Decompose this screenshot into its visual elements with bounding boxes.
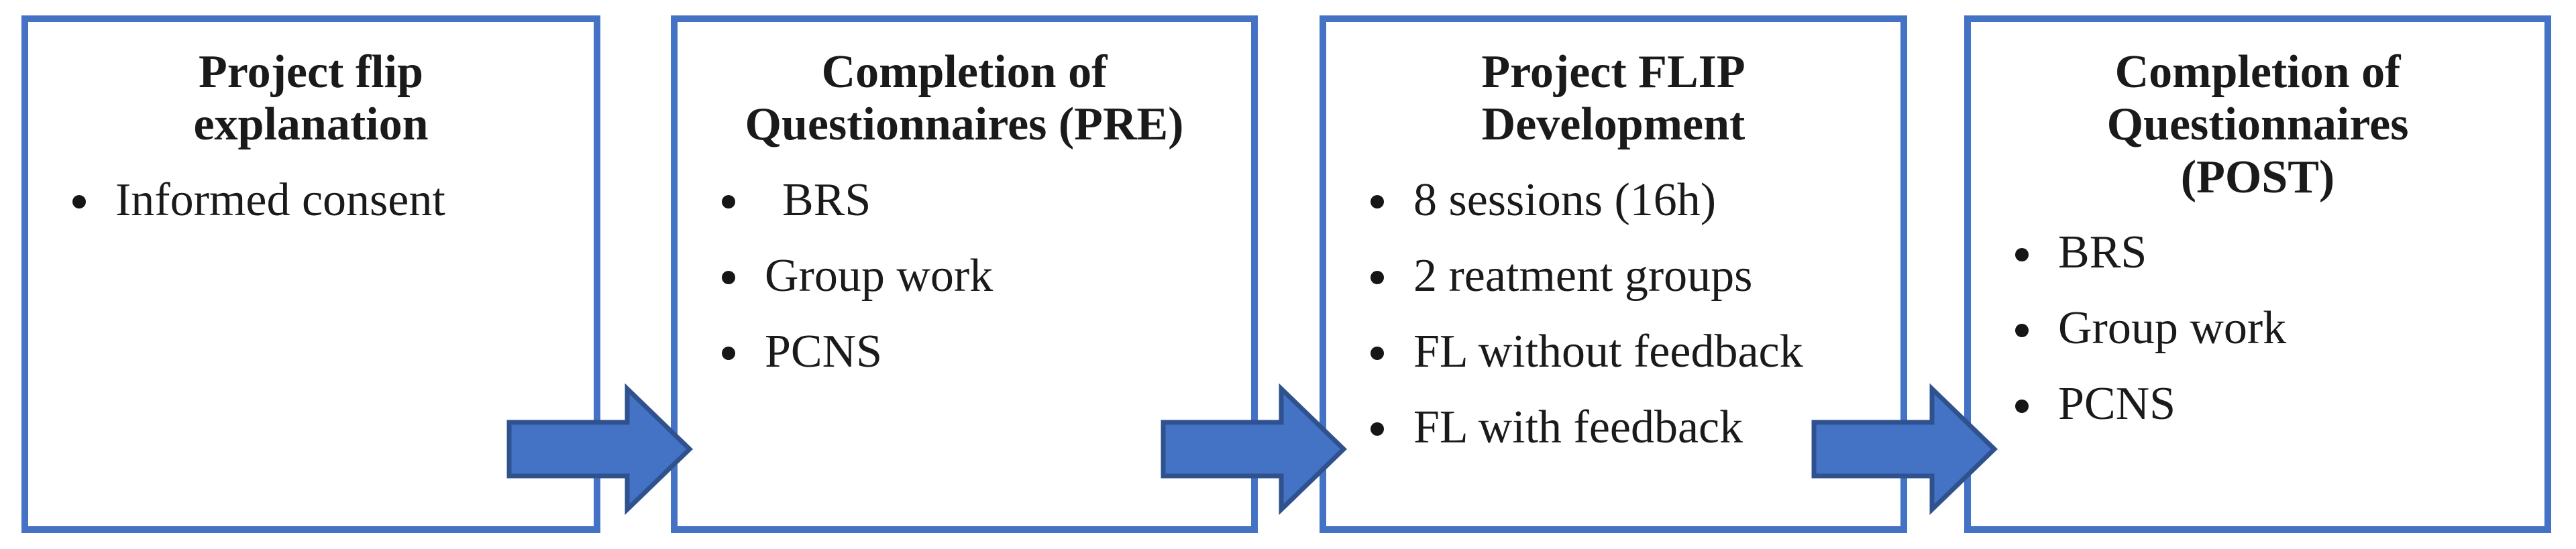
right-block-arrow-icon bbox=[1811, 383, 1998, 515]
bullet-dot bbox=[2015, 399, 2029, 413]
list-item-text: BRS bbox=[2058, 227, 2147, 279]
list-item: Group work bbox=[2015, 302, 2526, 354]
box-title: Completion of Questionnaires (PRE) bbox=[696, 46, 1232, 151]
bullet-dot bbox=[1371, 347, 1384, 361]
bullet-list: Informed consent bbox=[47, 174, 575, 226]
list-item: FL with feedback bbox=[1371, 402, 1882, 453]
step-box-questionnaires-pre: Completion of Questionnaires (PRE) BRS G… bbox=[671, 15, 1258, 533]
bullet-dot bbox=[2015, 247, 2029, 261]
title-line: Development bbox=[1481, 99, 1746, 151]
step-box-project-flip-explanation: Project flip explanation Informed consen… bbox=[21, 15, 600, 533]
list-item: PCNS bbox=[722, 326, 1232, 377]
bullet-dot bbox=[1371, 195, 1384, 209]
bullet-list: 8 sessions (16h) 2 reatment groups FL wi… bbox=[1345, 174, 1882, 453]
title-line: Questionnaires (PRE) bbox=[745, 99, 1184, 151]
list-item: Informed consent bbox=[72, 174, 575, 226]
right-block-arrow-icon bbox=[506, 383, 693, 515]
list-item-text: PCNS bbox=[2058, 378, 2176, 430]
step-box-questionnaires-post: Completion of Questionnaires (POST) BRS … bbox=[1964, 15, 2551, 533]
list-item-text: FL without feedback bbox=[1413, 325, 1803, 377]
list-item-text: 8 sessions (16h) bbox=[1413, 174, 1717, 226]
bullet-list: BRS Group work PCNS bbox=[1990, 227, 2526, 430]
list-item: BRS bbox=[2015, 227, 2526, 278]
box-title: Completion of Questionnaires (POST) bbox=[1990, 46, 2526, 204]
list-item-text: BRS bbox=[782, 174, 871, 226]
bullet-dot bbox=[722, 195, 735, 209]
list-item-text: Group work bbox=[765, 249, 994, 302]
title-line: Questionnaires bbox=[2106, 99, 2409, 151]
title-line: Project FLIP bbox=[1481, 46, 1746, 98]
list-item: Group work bbox=[722, 250, 1232, 302]
list-item: 8 sessions (16h) bbox=[1371, 174, 1882, 226]
title-line: explanation bbox=[193, 99, 429, 151]
bullet-dot bbox=[72, 195, 86, 209]
step-box-project-flip-development: Project FLIP Development 8 sessions (16h… bbox=[1320, 15, 1907, 533]
list-item-text: Group work bbox=[2058, 302, 2287, 355]
bullet-dot bbox=[722, 347, 735, 361]
bullet-list: BRS Group work PCNS bbox=[696, 174, 1232, 377]
list-item: 2 reatment groups bbox=[1371, 250, 1882, 302]
list-item: FL without feedback bbox=[1371, 326, 1882, 377]
list-item-text: FL with feedback bbox=[1413, 401, 1743, 453]
list-item: BRS bbox=[722, 174, 1232, 226]
title-line: (POST) bbox=[2180, 151, 2335, 203]
bullet-dot bbox=[1371, 271, 1384, 285]
list-item: PCNS bbox=[2015, 378, 2526, 430]
title-line: Completion of bbox=[2114, 46, 2401, 98]
bullet-dot bbox=[1371, 422, 1384, 436]
bullet-dot bbox=[2015, 323, 2029, 337]
box-title: Project flip explanation bbox=[47, 46, 575, 151]
title-line: Completion of bbox=[821, 46, 1108, 98]
right-block-arrow-icon bbox=[1161, 383, 1347, 515]
title-line: Project flip bbox=[199, 46, 423, 98]
list-item-text: 2 reatment groups bbox=[1413, 249, 1753, 302]
bullet-dot bbox=[722, 271, 735, 285]
box-title: Project FLIP Development bbox=[1345, 46, 1882, 151]
list-item-text: Informed consent bbox=[115, 174, 445, 226]
list-item-text: PCNS bbox=[765, 325, 883, 377]
